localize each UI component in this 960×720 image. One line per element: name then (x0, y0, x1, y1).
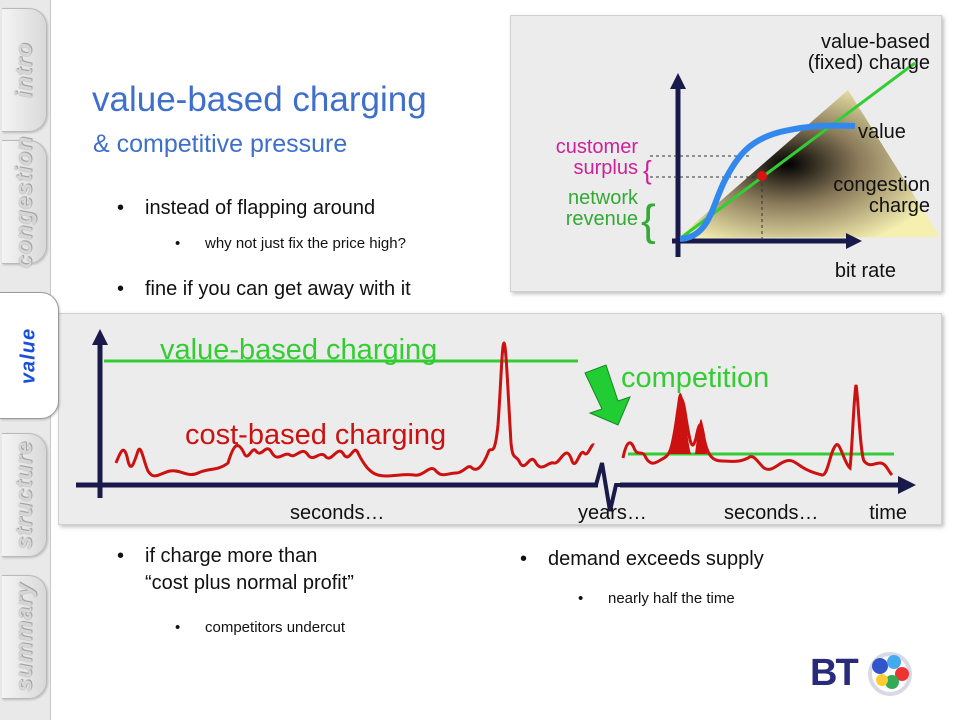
label-customer: customer (556, 136, 639, 158)
time-diagram-panel (58, 313, 942, 525)
congestion-region (678, 90, 940, 238)
tab-structure-label: structure (10, 440, 37, 550)
axis-break (588, 462, 624, 512)
tab-structure[interactable]: structure (2, 433, 47, 557)
page-subtitle: & competitive pressure (93, 130, 348, 158)
competition-arrow-icon (584, 364, 631, 426)
fixed-charge-line (681, 61, 916, 239)
bt-piper-icon (868, 652, 912, 696)
tab-value-label: value (17, 327, 40, 384)
surplus-brace: { (643, 155, 652, 185)
bullet-charge-more-line2: “cost plus normal profit” (145, 572, 354, 594)
sub-bullet-half-time: nearly half the time (578, 590, 735, 607)
label-revenue: revenue (566, 208, 638, 230)
tab-summary-label: summary (10, 582, 37, 692)
label-network: network (568, 187, 639, 209)
label-seconds-left: seconds… (290, 502, 385, 524)
label-fixed-charge: (fixed) charge (808, 52, 930, 74)
congestion-peak-fill-2 (695, 419, 707, 454)
tab-value[interactable]: value (0, 292, 59, 419)
congestion-peak-fill-1 (669, 393, 691, 454)
tab-intro[interactable]: intro (2, 8, 47, 132)
bullet-charge-more: if charge more than (117, 545, 317, 568)
label-bit-rate: bit rate (835, 260, 896, 282)
label-value-based: value-based (821, 31, 930, 53)
sub-bullet-undercut: competitors undercut (175, 619, 345, 636)
label-value-based-charging: value-based charging (160, 334, 437, 366)
label-competition: competition (621, 362, 769, 394)
label-years: years… (578, 502, 647, 524)
bt-logo-text: BT (810, 652, 859, 694)
bt-logo: BT (810, 648, 920, 700)
value-curve (679, 122, 856, 242)
tab-intro-label: intro (10, 41, 37, 99)
cost-curve-left (114, 341, 595, 478)
operating-point (757, 171, 767, 181)
label-seconds-right: seconds… (724, 502, 819, 524)
tab-summary[interactable]: summary (2, 575, 47, 699)
tab-congestion-label: congestion (10, 135, 37, 269)
label-surplus: surplus (574, 157, 638, 179)
sidebar: intro congestion value structure summary (0, 0, 59, 720)
bullet-flapping: instead of flapping around (117, 197, 375, 220)
page-title: value-based charging (92, 80, 427, 119)
revenue-brace: { (641, 196, 656, 245)
value-diagram: { { value-based (fixed) charge value con… (556, 31, 940, 282)
value-y-axis-arrow (670, 73, 686, 89)
time-diagram: value-based charging cost-based charging… (76, 329, 916, 524)
cost-curve-right (621, 384, 894, 477)
label-value: value (858, 121, 906, 143)
time-y-axis-arrow (92, 329, 108, 345)
value-x-axis-arrow (846, 233, 862, 249)
label-time: time (869, 502, 907, 524)
tab-congestion[interactable]: congestion (2, 136, 47, 268)
sub-bullet-fix-price: why not just fix the price high? (175, 235, 406, 252)
bullet-get-away: fine if you can get away with it (117, 278, 411, 301)
time-x-axis-arrow (898, 476, 916, 494)
label-congestion: congestion (833, 174, 930, 196)
bullet-demand-exceeds: demand exceeds supply (520, 548, 764, 571)
label-charge: charge (869, 195, 930, 217)
label-cost-based-charging: cost-based charging (185, 419, 446, 451)
